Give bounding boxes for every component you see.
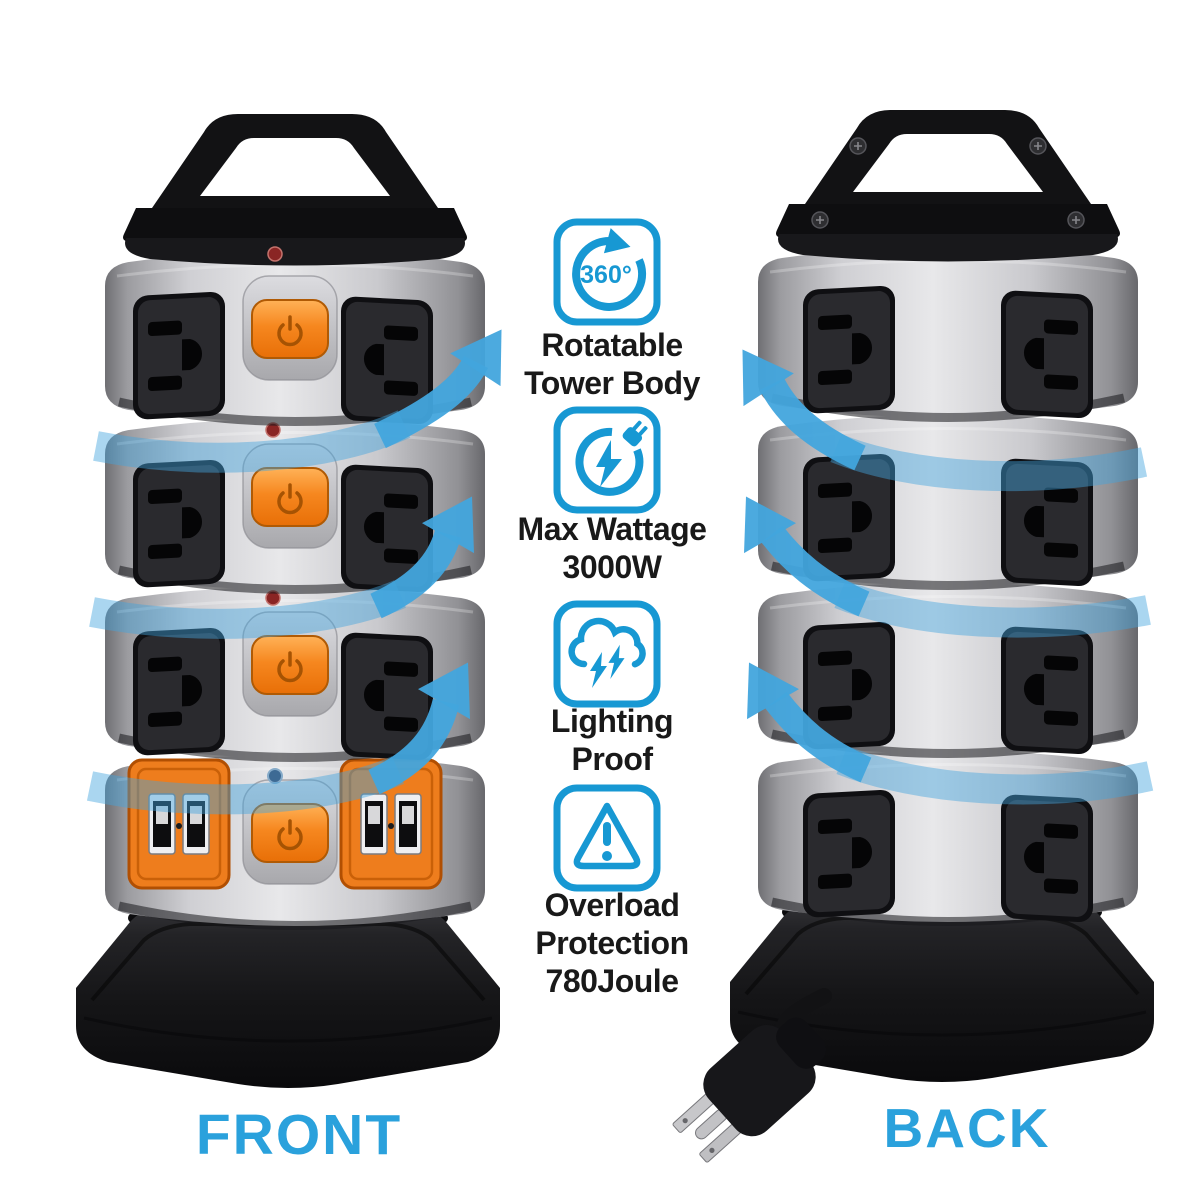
lightning-cloud-icon: [553, 600, 661, 713]
max-wattage-plug-icon: [553, 406, 661, 519]
back-tower: [728, 110, 1156, 1084]
front-tower: [74, 114, 502, 1090]
red-indicator-led: [267, 246, 283, 262]
power-switch: [241, 274, 339, 382]
screw-icon: [849, 137, 867, 155]
overload-warning-icon: [553, 784, 661, 897]
rotation-arrow-band: [89, 580, 406, 639]
screw-icon: [811, 211, 829, 229]
feature-line: 3000W: [562, 549, 662, 585]
feature-label-overload: Overload Protection 780Joule: [487, 886, 737, 1000]
feature-line: Protection: [535, 925, 689, 961]
front-view-label: FRONT: [195, 1103, 403, 1167]
feature-line: Max Wattage: [517, 511, 707, 547]
feature-line: Lighting: [550, 703, 674, 739]
blue-indicator-led: [267, 768, 283, 784]
rotation-arrow-band: [836, 746, 1154, 805]
rotation-arrow-band: [86, 756, 405, 815]
rotation-arrow: [374, 355, 489, 449]
prong-hole: [709, 1147, 715, 1153]
back-view-label: BACK: [883, 1097, 1051, 1159]
feature-line: Proof: [571, 741, 653, 777]
screw-icon: [1029, 137, 1047, 155]
rotation-arrow: [765, 691, 872, 783]
prong-hole: [682, 1118, 688, 1124]
rotation-arrow-band: [834, 580, 1151, 638]
rotation-arrow-band: [830, 434, 1148, 492]
power-outlet: [1001, 290, 1093, 419]
feature-label-lighting-proof: Lighting Proof: [487, 702, 737, 778]
feature-line: 780Joule: [545, 963, 679, 999]
tower-tier-outlets: [758, 247, 1138, 419]
plug-neck: [776, 1017, 827, 1069]
rotation-arrows: [86, 313, 1154, 815]
screw-icon: [1067, 211, 1085, 229]
rotation-arrow: [761, 525, 870, 617]
rotation-arrow: [368, 698, 460, 795]
power-outlet: [133, 459, 225, 588]
power-outlet: [803, 789, 895, 918]
power-outlet: [1001, 794, 1093, 923]
power-outlet: [1001, 626, 1093, 755]
power-outlet: [133, 627, 225, 756]
usb-charging-panel: [127, 758, 231, 890]
power-cord-and-plug: [672, 988, 832, 1163]
tower-tier-usb: [105, 755, 485, 927]
power-outlet: [803, 285, 895, 414]
rotation-arrow-band: [93, 410, 411, 473]
rotate-360-icon: 360°: [553, 218, 661, 331]
feature-line: Rotatable: [541, 327, 683, 363]
feature-label-rotatable: Rotatable Tower Body: [487, 326, 737, 402]
rotation-arrow: [759, 377, 866, 471]
carry-handle: [123, 114, 467, 266]
carry-handle: [776, 110, 1120, 262]
feature-line: Tower Body: [524, 365, 700, 401]
power-outlet: [133, 291, 225, 420]
badge-360: 360°: [580, 261, 632, 289]
power-plug: [672, 1017, 827, 1163]
feature-label-max-wattage: Max Wattage 3000W: [487, 510, 737, 586]
rotation-arrow: [370, 529, 461, 619]
feature-line: Overload: [544, 887, 680, 923]
